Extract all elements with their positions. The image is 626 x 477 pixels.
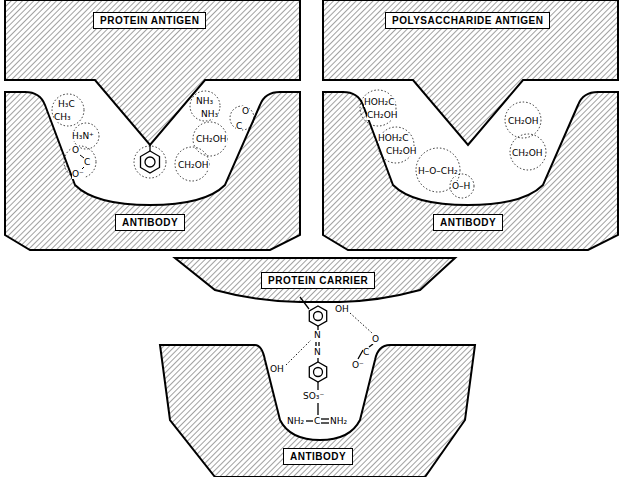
box-label: ANTIBODY [122,217,178,228]
chemical-group: SO₃⁻ [303,391,324,401]
chemical-group: H₃C [58,99,75,109]
chemical-group: O [72,145,79,155]
chemical-group: HOH₂C [378,133,409,143]
box-label: POLYSACCHARIDE ANTIGEN [392,15,543,26]
chemical-group: CH₂OH [196,134,227,144]
chemical-group: C [236,121,242,131]
chemical-group: CH₂OH [512,148,543,158]
box-label: PROTEIN ANTIGEN [100,15,199,26]
label-box: POLYSACCHARIDE ANTIGEN [385,12,550,29]
label-box: PROTEIN ANTIGEN [93,12,206,29]
chemical-group: H–O–CH₂ [418,166,458,176]
chemical-group: NH₂ [330,416,347,426]
chemical-group: O [372,334,379,344]
chemical-group: CH₂OH [178,160,209,170]
chemical-group: OH [270,364,284,374]
box-label: PROTEIN CARRIER [268,275,368,286]
chemical-group: C [84,157,90,167]
label-box: ANTIBODY [115,214,185,231]
chemical-group: H₃N⁺ [72,131,94,141]
chemical-group: HOH₂C [364,97,395,107]
chemical-group: NH₂ [287,416,304,426]
chemical-group: C [363,347,369,357]
label-box: ANTIBODY [283,448,353,465]
chemical-group: O–H [452,181,470,191]
chemical-group: N [314,347,321,357]
chemical-group: CH₂OH [508,116,539,126]
chemical-group: NH₃ [201,109,218,119]
chemical-group: NH₃ [196,96,213,106]
chemical-group: N [314,330,321,340]
chemical-group: O [242,106,249,116]
box-label: ANTIBODY [440,217,496,228]
chemical-group: CH₃ [54,112,71,122]
label-box: PROTEIN CARRIER [261,272,375,289]
chemical-group: O⁻ [352,360,364,370]
chemical-group: OH [335,304,349,314]
chemical-group: C [314,416,320,426]
label-box: ANTIBODY [433,214,503,231]
chemical-group: O⁻ [72,169,84,179]
box-label: ANTIBODY [290,451,346,462]
chemical-group: CH₂OH [367,110,398,120]
chemical-group: CH₂OH [386,146,417,156]
